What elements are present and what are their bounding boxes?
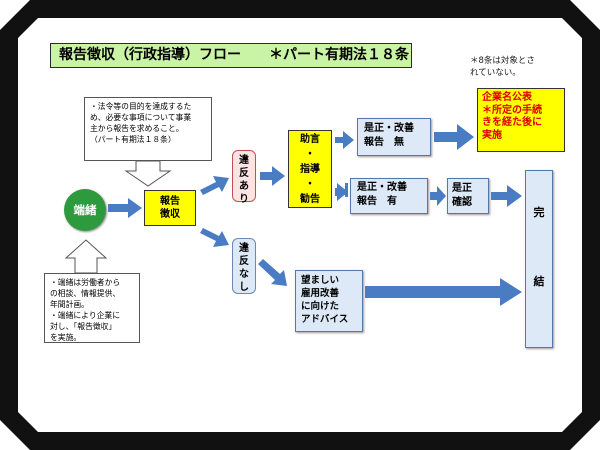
node-line: ・ [305, 178, 315, 190]
callout-up-arrow [64, 239, 108, 274]
node-kigyoumei-kouhyou: 企業名公表 ＊所定の手続 きを経た後に 実施 [477, 88, 565, 152]
callout-houkoku-purpose: ・法令等の目的を達成するた め、必要な事項について事業 主から報告を求めること。… [84, 97, 212, 161]
node-zesei-kaizen-nashi: 是正・改善 報告 無 [357, 118, 431, 156]
callout-line: 主から報告を求めること。 [90, 124, 184, 133]
node-line: 是正 [452, 183, 472, 194]
node-ihan-ari: 違 反 あ り [232, 150, 256, 205]
node-char: 完 [533, 206, 545, 219]
page-title: 報告徴収（行政指導）フロー ＊パート有期法１８条 [50, 43, 412, 68]
arrow-jogen-to-zesei-nashi [335, 131, 354, 149]
callout-line: 対し、「報告徴収」 [50, 322, 117, 331]
node-jogen-shidou-kankoku: 助言 ・ 指導 ・ 勧告 [288, 130, 332, 208]
node-ihan-nashi: 違 反 な し [232, 238, 256, 294]
node-line: に向けた [301, 301, 340, 312]
callout-tanshou-explanation: ・端緒は労働者から の相談、情報提供、 年間計画。 ・端緒により企業に 対し、「… [44, 273, 140, 343]
node-char: り [239, 194, 249, 205]
node-line: 確認 [452, 197, 472, 208]
node-line: ＊所定の手続 [482, 104, 542, 116]
arrow-kakunin-to-kanketsu [491, 185, 522, 207]
callout-down-arrow [124, 160, 172, 187]
arrow-ihan-nashi-to-nozomashii [258, 259, 287, 286]
callout-line: ・端緒は労働者から [50, 278, 121, 287]
node-line: 望ましい [301, 275, 340, 286]
callout-line: ・端緒により企業に [50, 311, 121, 320]
arrow-nozomashii-to-kanketsu [365, 278, 522, 306]
node-char: 違 [239, 243, 249, 254]
arrow-houkoku-to-ihan-nashi [200, 228, 229, 247]
node-char: 反 [239, 256, 249, 267]
callout-line: （パート有期法１８条） [90, 135, 176, 144]
node-line: きを経た後に [482, 117, 542, 128]
node-line: 実施 [482, 129, 502, 141]
node-kanketsu: 完 結 [525, 170, 553, 348]
callout-line: の相談、情報提供、 [50, 289, 121, 298]
node-line: 是正・改善 [364, 123, 414, 134]
arrow-houkoku-to-ihan-ari [200, 176, 229, 195]
node-line: 助言 [300, 133, 320, 145]
callout-line: ・法令等の目的を達成するた [90, 102, 192, 111]
node-line: 雇用改善 [301, 288, 340, 299]
note-line: れていない。 [470, 68, 521, 78]
callout-line: 年間計画。 [50, 300, 89, 309]
node-tanshou: 端緒 [64, 189, 106, 231]
node-line: 報告 [160, 196, 180, 207]
node-line: 指導 [300, 163, 320, 175]
node-char: 違 [239, 155, 249, 166]
node-line: 勧告 [300, 193, 320, 205]
node-char: 反 [239, 168, 249, 179]
callout-line: を実施。 [50, 333, 82, 342]
node-line: 報告 有 [357, 196, 397, 207]
node-line: ・ [305, 148, 315, 160]
node-line: 徴収 [160, 209, 180, 220]
note-line: ＊8条は対象とさ [470, 56, 535, 66]
callout-line: め、必要な事項について事業 [90, 113, 192, 122]
node-zesei-kakunin: 是正 確認 [447, 178, 489, 214]
node-char: な [239, 269, 249, 280]
arrow-ihan-ari-to-jogen [260, 166, 285, 186]
node-zesei-kaizen-ari: 是正・改善 報告 有 [350, 178, 428, 214]
inner-panel [18, 18, 582, 432]
arrow-jogen-to-zesei-ari-main [335, 183, 348, 201]
node-line: 是正・改善 [357, 182, 407, 193]
node-char: 結 [533, 275, 545, 288]
node-line: 報告 無 [364, 137, 404, 148]
node-line: アドバイス [301, 314, 349, 325]
node-nozomashii-advice: 望ましい 雇用改善 に向けた アドバイス [295, 270, 363, 332]
node-houkoku-choushu: 報告 徴収 [144, 190, 196, 226]
arrow-tanshou-to-houkoku [108, 198, 142, 218]
node-char: あ [239, 181, 249, 192]
arrow-zesei-ari-to-kakunin [430, 186, 446, 206]
arrow-zesei-nashi-to-kigyoumei [434, 124, 474, 150]
node-char: し [239, 282, 249, 293]
node-line: 企業名公表 [482, 92, 532, 103]
note-top-right: ＊8条は対象とさ れていない。 [470, 55, 580, 79]
